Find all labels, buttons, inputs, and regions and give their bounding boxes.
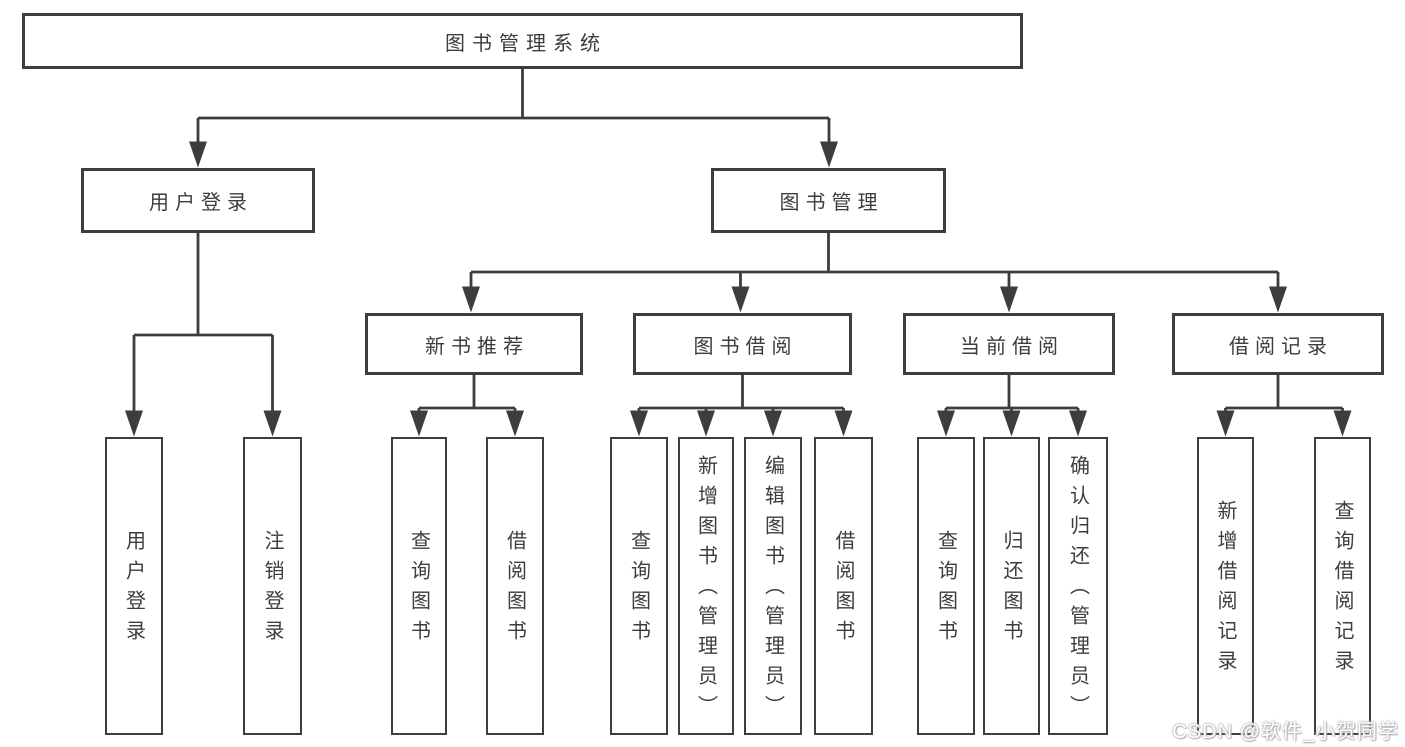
node-current-borrow: 当前借阅: [903, 313, 1115, 375]
node-root-system: 图书管理系统: [22, 13, 1023, 69]
leaf-add-books-admin: 新增图书（管理员）: [678, 437, 734, 735]
node-book-management: 图书管理: [711, 168, 946, 233]
connector-user-login-branch: [125, 233, 282, 437]
leaf-user-login: 用户登录: [105, 437, 163, 735]
connector-new-book-branch: [410, 375, 524, 437]
node-borrow-records: 借阅记录: [1172, 313, 1384, 375]
leaf-current-query-books: 查询图书: [917, 437, 975, 735]
node-new-book-recommend: 新书推荐: [365, 313, 583, 375]
connector-book-borrow-branch: [630, 375, 853, 437]
node-book-borrow: 图书借阅: [633, 313, 852, 375]
leaf-recommend-query-books: 查询图书: [391, 437, 447, 735]
connector-current-borrow-branch: [937, 375, 1087, 437]
node-user-login-group: 用户登录: [81, 168, 315, 233]
leaf-logout: 注销登录: [243, 437, 302, 735]
connector-borrow-records-branch: [1216, 375, 1352, 437]
csdn-watermark: CSDN @软件_小贺同学: [1172, 721, 1399, 743]
leaf-recommend-borrow-books: 借阅图书: [486, 437, 544, 735]
leaf-return-books: 归还图书: [983, 437, 1040, 735]
leaf-query-borrow-record: 查询借阅记录: [1314, 437, 1371, 735]
connector-book-management-branch: [462, 233, 1287, 313]
leaf-borrow-books: 借阅图书: [814, 437, 873, 735]
leaf-borrow-query-books: 查询图书: [610, 437, 668, 735]
leaf-confirm-return-admin: 确认归还（管理员）: [1048, 437, 1108, 735]
connector-root-to-level2: [189, 69, 838, 168]
leaf-add-borrow-record: 新增借阅记录: [1197, 437, 1254, 735]
leaf-edit-books-admin: 编辑图书（管理员）: [744, 437, 802, 735]
